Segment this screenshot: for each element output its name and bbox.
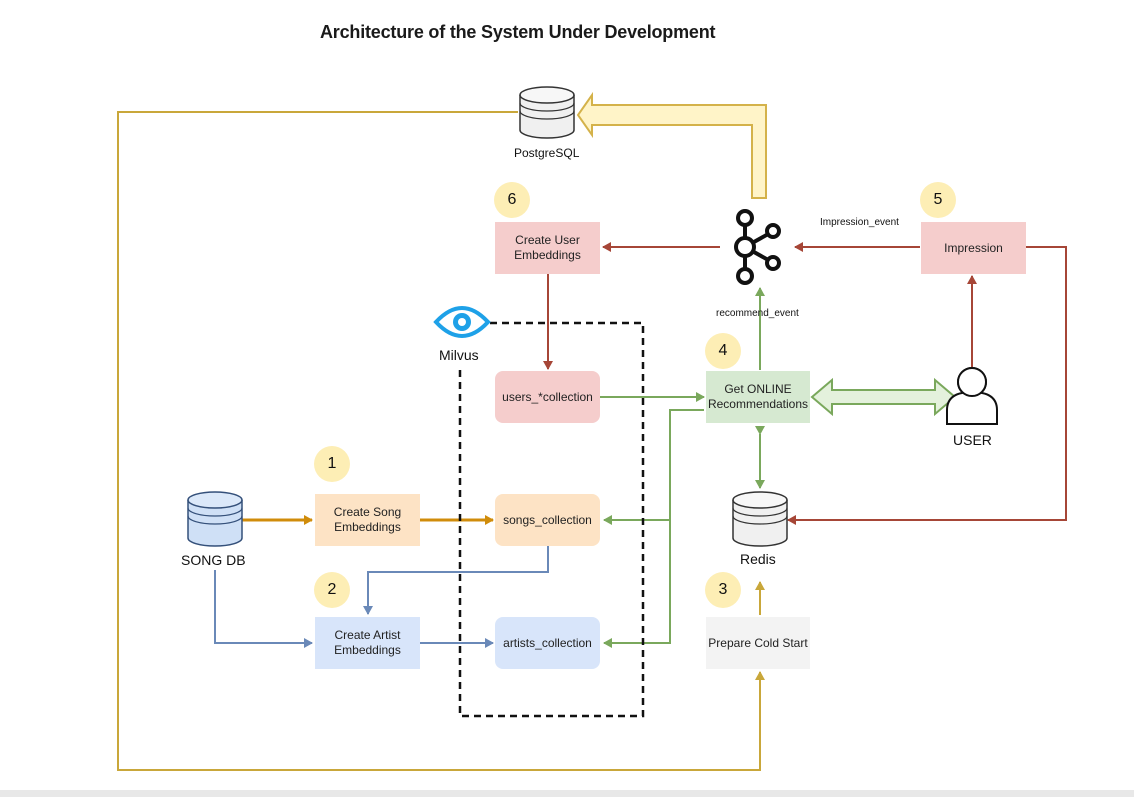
edge-postgres-to-cold-start <box>117 111 765 771</box>
step-badge-5: 5 <box>920 182 956 218</box>
edge-recommendations-to-artists-collection <box>603 520 671 648</box>
edge-recommendations-user <box>810 377 957 417</box>
kafka-icon <box>734 209 781 285</box>
edge-kafka-to-postgres <box>576 91 767 199</box>
step-badge-1: 1 <box>314 446 350 482</box>
user-person-icon <box>946 367 998 425</box>
edge-recommendations-to-songs-collection <box>603 409 704 525</box>
postgres-database-icon <box>519 86 575 139</box>
recommend-event-label: recommend_event <box>716 308 799 319</box>
artists-collection-node: artists_collection <box>495 617 600 669</box>
milvus-eye-icon <box>433 306 491 338</box>
postgres-label: PostgreSQL <box>514 146 580 160</box>
users-collection-node: users_*collection <box>495 371 600 423</box>
edge-impression-to-redis <box>787 246 1067 525</box>
edge-songs-collection-to-artist-embeddings <box>363 546 549 615</box>
step-badge-2: 2 <box>314 572 350 608</box>
song-db-database-icon <box>187 491 243 547</box>
create-song-embeddings-node: Create Song Embeddings <box>315 494 420 546</box>
get-online-recommendations-node: Get ONLINE Recommendations <box>706 371 810 423</box>
create-user-embeddings-node: Create User Embeddings <box>495 222 600 274</box>
impression-node: Impression <box>921 222 1026 274</box>
song-db-label: SONG DB <box>181 552 246 568</box>
impression-event-label: Impression_event <box>820 217 899 228</box>
milvus-container <box>458 321 645 718</box>
songs-collection-node: songs_collection <box>495 494 600 546</box>
step-badge-6: 6 <box>494 182 530 218</box>
step-badge-4: 4 <box>705 333 741 369</box>
step-badge-3: 3 <box>705 572 741 608</box>
bottom-border <box>0 790 1134 797</box>
create-artist-embeddings-node: Create Artist Embeddings <box>315 617 420 669</box>
user-label: USER <box>953 432 992 448</box>
prepare-cold-start-node: Prepare Cold Start <box>706 617 810 669</box>
diagram-title: Architecture of the System Under Develop… <box>320 22 716 42</box>
edge-song-db-to-artist-embeddings <box>214 570 313 648</box>
redis-database-icon <box>732 491 788 547</box>
redis-label: Redis <box>740 551 776 567</box>
milvus-label: Milvus <box>439 347 479 363</box>
